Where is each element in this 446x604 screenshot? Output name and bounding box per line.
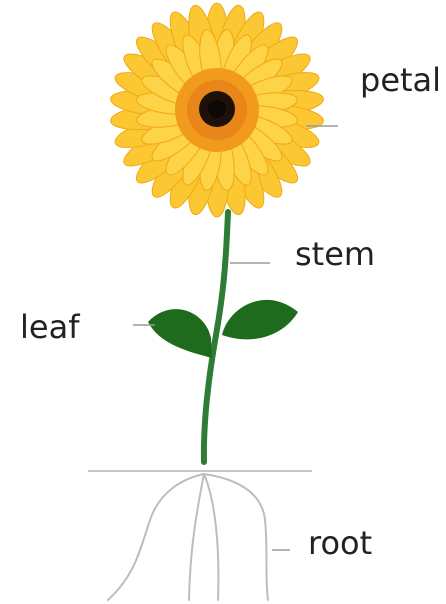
flower-head (109, 3, 324, 217)
leaf-label: leaf (20, 308, 80, 346)
petal-label: petal (360, 61, 441, 99)
roots (108, 474, 268, 600)
flower-center-core (208, 100, 226, 118)
stem-label: stem (295, 235, 375, 273)
left-leaf (148, 309, 212, 358)
right-leaf (222, 300, 298, 339)
root-label: root (308, 524, 372, 562)
